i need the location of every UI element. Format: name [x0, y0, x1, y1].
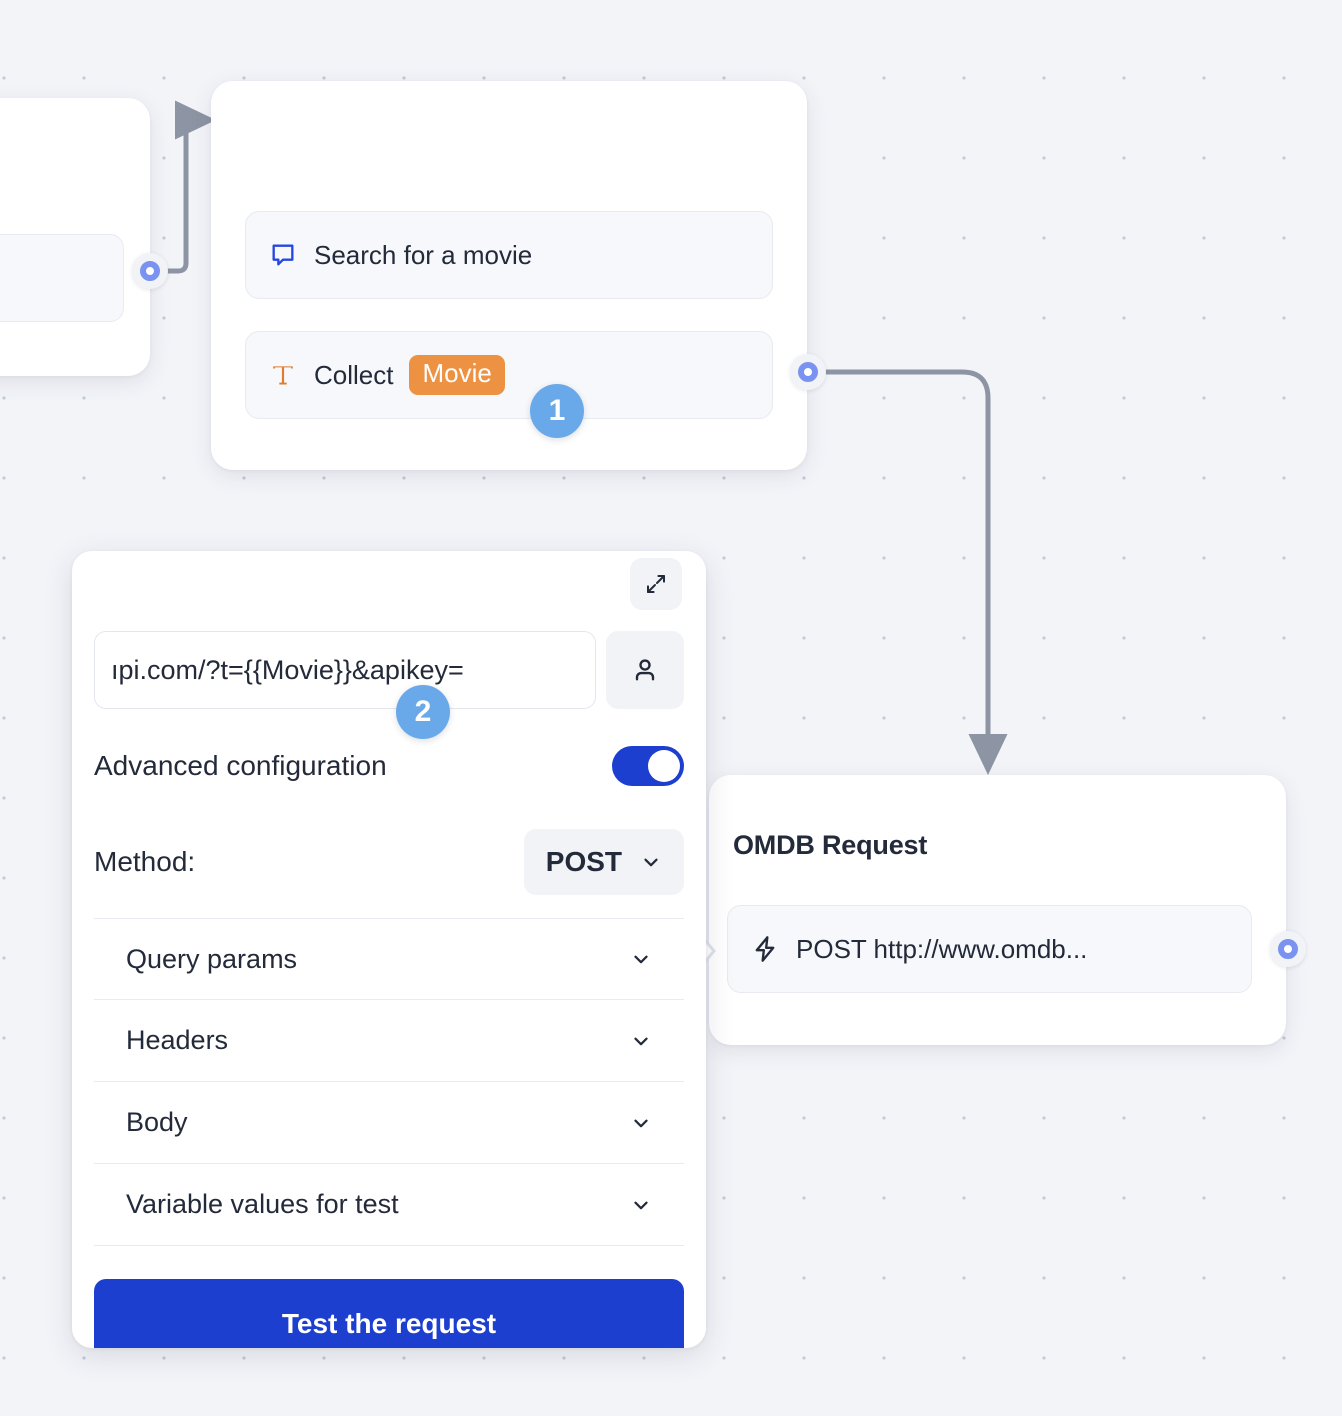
accordion-label: Body	[126, 1107, 188, 1137]
output-port-omdb-request[interactable]	[1270, 931, 1306, 967]
connector-movie-search-to-omdb	[824, 369, 1008, 776]
accordion-label: Headers	[126, 1025, 229, 1055]
node-row-collect-movie[interactable]: Collect Movie	[245, 331, 773, 419]
method-select[interactable]: POST	[523, 829, 684, 895]
chevron-down-icon	[630, 1194, 652, 1216]
node-card-omdb-request[interactable]: OMDB Request POST http://www.omdb...	[709, 775, 1286, 1045]
accordion-label: Query params	[126, 943, 298, 974]
node-title-omdb-request: OMDB Request	[733, 830, 928, 860]
chevron-down-icon	[630, 1030, 652, 1052]
node-row[interactable]	[0, 234, 124, 322]
node-row-label: POST http://www.omdb...	[796, 933, 1088, 964]
node-card-left-partial[interactable]	[0, 98, 150, 376]
accordion-item-body[interactable]: Body	[94, 1082, 684, 1164]
node-row-post-omdb[interactable]: POST http://www.omdb...	[727, 905, 1252, 993]
method-row: Method: POST	[94, 829, 684, 895]
advanced-configuration-toggle[interactable]	[612, 746, 684, 786]
output-port-left-node[interactable]	[132, 253, 168, 289]
request-url-input[interactable]	[94, 631, 596, 709]
node-card-movie-search[interactable]: Movie search Search for a movie Collect …	[211, 81, 807, 470]
lightning-bolt-icon	[750, 934, 780, 964]
person-icon	[630, 655, 660, 685]
test-the-request-button[interactable]: Test the request	[94, 1279, 684, 1348]
auth-user-button[interactable]	[606, 631, 684, 709]
output-port-movie-search[interactable]	[790, 354, 826, 390]
request-config-panel[interactable]: 2 Advanced configuration Method: POST Qu…	[72, 551, 706, 1348]
advanced-configuration-label: Advanced configuration	[94, 750, 387, 781]
method-value: POST	[545, 846, 622, 877]
node-row-search-for-a-movie[interactable]: Search for a movie	[245, 211, 773, 299]
accordion-item-query-params[interactable]: Query params	[94, 918, 684, 1000]
expand-panel-button[interactable]	[630, 558, 682, 610]
connector-left-to-movie-search	[165, 100, 217, 274]
chevron-down-icon	[640, 851, 662, 873]
url-row	[94, 631, 684, 709]
text-type-icon	[268, 360, 298, 390]
advanced-configuration-row[interactable]: Advanced configuration	[94, 746, 684, 786]
chat-bubble-icon	[268, 240, 298, 270]
variable-badge-movie[interactable]: Movie	[409, 355, 505, 395]
node-row-label: Collect	[314, 359, 394, 390]
test-button-wrap: Test the request	[94, 1279, 684, 1348]
accordion-item-headers[interactable]: Headers	[94, 1000, 684, 1082]
chevron-down-icon	[630, 1112, 652, 1134]
step-badge-2: 2	[396, 685, 450, 739]
expand-diagonal-icon	[644, 572, 668, 596]
step-badge-1: 1	[530, 384, 584, 438]
node-row-label: Search for a movie	[314, 239, 533, 270]
accordion-label: Variable values for test	[126, 1189, 399, 1219]
chevron-down-icon	[630, 948, 652, 970]
accordion-item-variable-values-for-test[interactable]: Variable values for test	[94, 1164, 684, 1246]
method-label: Method:	[94, 846, 196, 877]
accordion-sections: Query params Headers Body	[94, 918, 684, 1246]
